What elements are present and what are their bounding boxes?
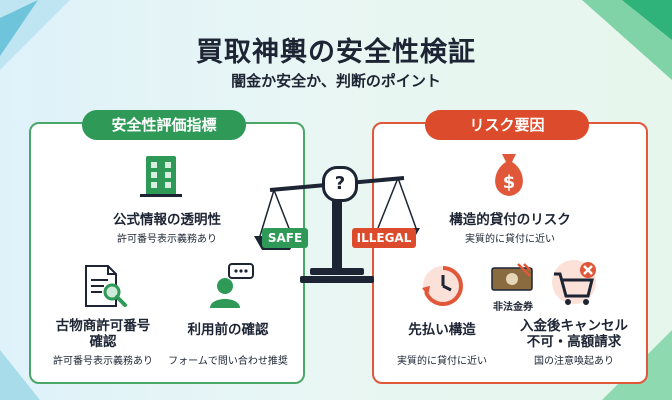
illegal-tag: ILLEGAL: [352, 228, 416, 248]
page-subtitle: 闇金か安全か、判断のポイント: [231, 72, 441, 90]
money-tag-label: 非法金券: [493, 302, 533, 313]
corner-decoration-top-left: [0, 0, 70, 70]
lending-risk-heading: 構造的貸付のリスク: [449, 212, 571, 228]
license-check-note: 許可番号表示義務あり: [53, 356, 153, 367]
risk-panel-label: リスク要因: [425, 110, 589, 140]
clock-arrow-icon: [422, 266, 463, 306]
prepay-heading: 先払い構造: [408, 322, 476, 338]
lending-risk-note: 実質的に貸付に近い: [465, 234, 555, 245]
safety-panel-label: 安全性評価指標: [82, 110, 246, 140]
building-icon: [140, 156, 182, 197]
person-chat-icon: [210, 263, 254, 308]
cancel-penalty-note: 国の注意喚起あり: [534, 356, 614, 367]
banknote-icon: [491, 263, 533, 291]
transparency-heading: 公式情報の透明性: [113, 212, 221, 228]
transparency-note: 許可番号表示義務あり: [117, 234, 217, 245]
license-check-heading: 古物商許可番号 確認: [55, 318, 151, 350]
prior-check-note: フォームで問い合わせ推奨: [168, 356, 288, 367]
cart-cancel-icon: [552, 260, 596, 305]
corner-decoration-top-right: [582, 0, 672, 80]
prior-check-heading: 利用前の確認: [187, 322, 269, 338]
safe-tag: SAFE: [262, 228, 308, 248]
question-mark-badge: ?: [322, 166, 358, 202]
document-search-icon: [85, 265, 127, 307]
money-bag-icon: $: [495, 154, 523, 196]
cancel-penalty-heading: 入金後キャンセル 不可・高額請求: [520, 318, 628, 350]
prepay-note: 実質的に貸付に近い: [397, 356, 487, 367]
corner-decoration-bottom-left: [0, 350, 40, 400]
svg-text:$: $: [503, 172, 516, 193]
page-title: 買取神輿の安全性検証: [196, 37, 476, 68]
